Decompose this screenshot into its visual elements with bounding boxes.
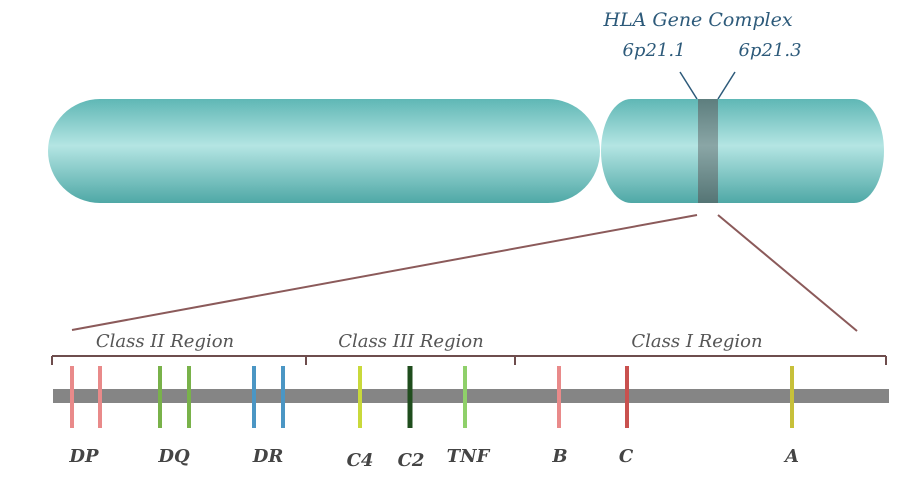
region-bracket — [51, 355, 887, 365]
chromosome-arm-right — [601, 99, 884, 203]
gene-label-tnf: TNF — [447, 446, 491, 467]
hla-title: HLA Gene Complex — [602, 9, 792, 31]
gene-label-dr: DR — [252, 446, 284, 467]
region-label-class-iii: Class III Region — [338, 331, 483, 352]
gene-label-b: B — [551, 446, 567, 467]
chromosome-arm-left — [48, 99, 600, 203]
band-pointer-left — [679, 71, 698, 100]
gene-label-dq: DQ — [157, 446, 190, 467]
region-label-class-i: Class I Region — [631, 331, 762, 352]
zoom-line-right — [717, 214, 858, 332]
band-label-6p21-1: 6p21.1 — [622, 40, 685, 61]
gene-label-c: C — [619, 446, 634, 467]
band-label-6p21-3: 6p21.3 — [738, 40, 801, 61]
gene-label-c4: C4 — [347, 450, 374, 471]
hla-band — [698, 99, 718, 203]
region-label-class-ii: Class II Region — [96, 331, 234, 352]
band-pointer-right — [717, 71, 736, 100]
gene-markers — [70, 366, 794, 428]
gene-label-dp: DP — [68, 446, 99, 467]
gene-bar — [53, 389, 889, 403]
gene-label-a: A — [783, 446, 799, 467]
chromosome-6 — [48, 99, 884, 203]
zoom-line-left — [71, 214, 698, 331]
gene-label-c2: C2 — [398, 450, 425, 471]
